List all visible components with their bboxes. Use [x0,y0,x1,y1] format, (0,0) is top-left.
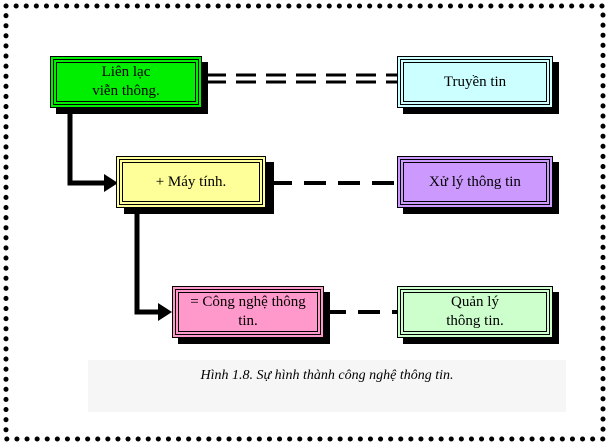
box-truyen-tin: Truyền tin [397,56,553,108]
box-quan-ly-line1: Quản lý [451,294,499,310]
box-lien-lac: Liên lạc viễn thông. [50,56,202,108]
arrowhead-2 [158,303,172,321]
box-quan-ly-thong-tin: Quản lý thông tin. [397,286,553,338]
box-xu-ly-label: Xử lý thông tin [429,173,521,190]
caption-background [88,360,566,412]
box-may-tinh: + Máy tính. [116,156,266,208]
box-cnt-line1: = Công nghệ thông [190,294,306,310]
box-xu-ly-thong-tin: Xử lý thông tin [397,156,553,208]
box-cnt-line2: tin. [238,313,258,329]
arrowhead-1 [104,174,118,192]
box-quan-ly-line2: thông tin. [446,313,504,329]
dashed-connector-1 [206,73,397,84]
box-lien-lac-line1: Liên lạc [101,64,151,80]
box-may-tinh-label: + Máy tính. [155,173,227,190]
box-cong-nghe-thong-tin: = Công nghệ thông tin. [172,286,324,338]
elbow-arrow-1 [67,108,104,186]
box-truyen-tin-label: Truyền tin [443,73,507,90]
elbow-arrow-2 [134,208,158,315]
figure-caption: Hình 1.8. Sự hình thành công nghệ thông … [200,368,454,383]
box-lien-lac-line2: viễn thông. [92,83,160,99]
